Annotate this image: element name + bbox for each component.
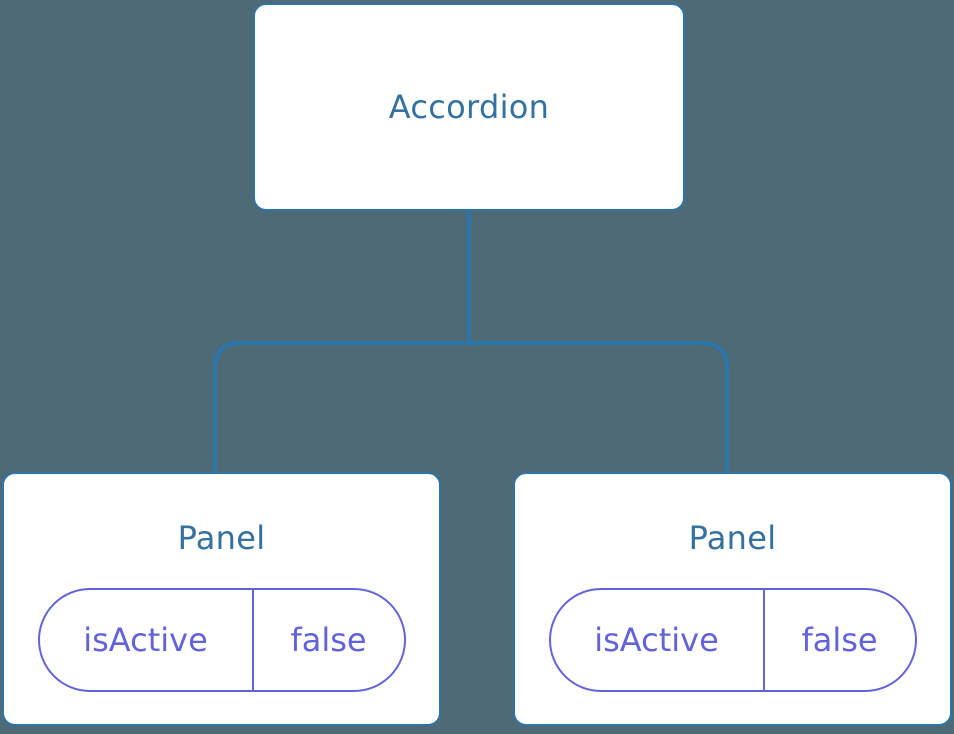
panel-1-label: Panel [177,519,266,557]
panel-1-state-key: isActive [40,590,254,690]
node-accordion: Accordion [253,3,685,211]
panel-2-state-pill: isActive false [548,588,917,692]
node-panel-2: Panel isActive false [513,472,952,726]
panel-1-state-pill: isActive false [37,588,406,692]
panel-2-state-value: false [801,621,878,659]
node-panel-1: Panel isActive false [2,472,441,726]
connector-branch [213,341,729,473]
accordion-label: Accordion [388,88,550,126]
panel-2-state-key: isActive [551,590,765,690]
panel-2-label: Panel [688,519,777,557]
panel-1-state-value: false [290,621,367,659]
